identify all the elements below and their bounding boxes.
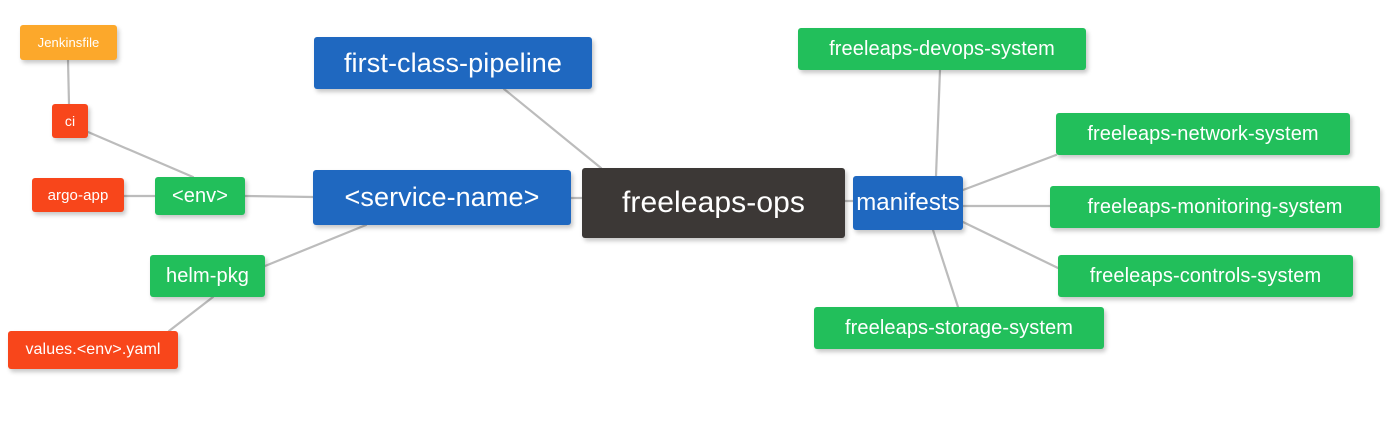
node-env[interactable]: <env> [155, 177, 245, 215]
node-label-values-env-yaml: values.<env>.yaml [25, 341, 161, 358]
node-label-service-name: <service-name> [344, 182, 540, 212]
node-label-argo-app: argo-app [47, 186, 109, 204]
edge-jenkinsfile-ci [66, 58, 71, 106]
node-freeleaps-devops-system[interactable]: freeleaps-devops-system [798, 28, 1086, 70]
edge-first-class-pipeline-root [502, 87, 603, 170]
edge-manifests-storage-system [931, 228, 960, 309]
node-freeleaps-controls-system[interactable]: freeleaps-controls-system [1058, 255, 1353, 297]
node-freeleaps-network-system[interactable]: freeleaps-network-system [1056, 113, 1350, 155]
node-label-manifests: manifests [856, 189, 960, 216]
node-first-class-pipeline[interactable]: first-class-pipeline [314, 37, 592, 89]
node-label-env: <env> [171, 185, 229, 207]
edge-ci-env [86, 130, 195, 179]
node-label-first-class-pipeline: first-class-pipeline [343, 47, 563, 78]
node-label-jenkinsfile: Jenkinsfile [37, 35, 100, 50]
node-ci[interactable]: ci [52, 104, 88, 138]
edge-helm-pkg-service-name [263, 223, 368, 268]
node-label-helm-pkg: helm-pkg [165, 265, 250, 287]
node-label-freeleaps-ops: freeleaps-ops [621, 186, 806, 219]
node-helm-pkg[interactable]: helm-pkg [150, 255, 265, 297]
node-label-freeleaps-network-system: freeleaps-network-system [1087, 123, 1319, 145]
node-label-freeleaps-devops-system: freeleaps-devops-system [829, 38, 1055, 60]
node-service-name[interactable]: <service-name> [313, 170, 571, 225]
edge-manifests-controls-system [961, 220, 1060, 270]
node-argo-app[interactable]: argo-app [32, 178, 124, 212]
node-label-freeleaps-controls-system: freeleaps-controls-system [1089, 265, 1322, 287]
node-values-env-yaml[interactable]: values.<env>.yaml [8, 331, 178, 369]
node-freeleaps-storage-system[interactable]: freeleaps-storage-system [814, 307, 1104, 349]
node-label-freeleaps-storage-system: freeleaps-storage-system [844, 317, 1074, 339]
node-manifests[interactable]: manifests [853, 176, 963, 230]
node-freeleaps-monitoring-system[interactable]: freeleaps-monitoring-system [1050, 186, 1380, 228]
edge-manifests-network-system [961, 153, 1058, 192]
node-freeleaps-ops-root[interactable]: freeleaps-ops [582, 168, 845, 238]
node-label-ci: ci [64, 113, 76, 129]
edge-manifests-devops-system [934, 68, 942, 178]
node-jenkinsfile[interactable]: Jenkinsfile [20, 25, 117, 60]
node-label-freeleaps-monitoring-system: freeleaps-monitoring-system [1087, 196, 1343, 218]
edge-values-yaml-helm-pkg [167, 295, 215, 333]
edge-env-service-name [243, 194, 315, 199]
